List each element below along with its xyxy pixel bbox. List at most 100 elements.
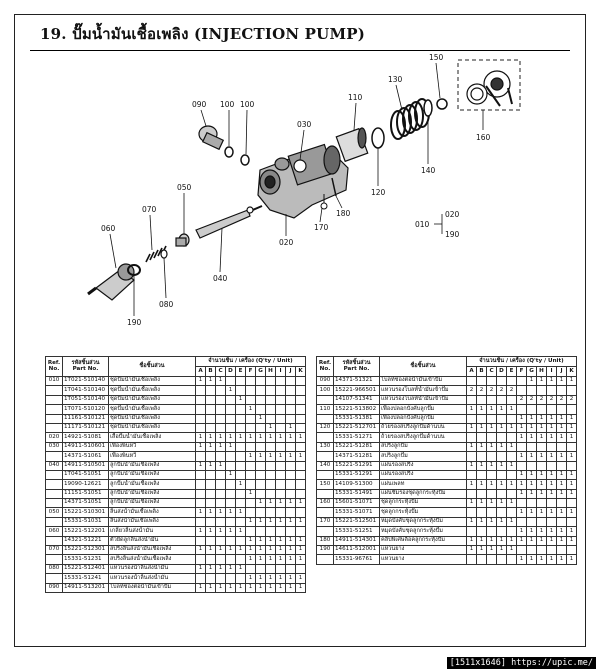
callout: 100 xyxy=(220,100,235,109)
qty-cell: 1 xyxy=(536,535,547,547)
qty-cell xyxy=(205,488,216,500)
qty-cell: 1 xyxy=(556,479,567,490)
qty-cell xyxy=(476,488,487,500)
qty-cell: 1 xyxy=(536,451,547,462)
qty-cell xyxy=(466,488,477,500)
title-rule xyxy=(30,50,570,51)
qty-cell xyxy=(195,535,206,547)
qty-cell: 1 xyxy=(556,507,567,518)
qty-cell xyxy=(235,375,246,387)
qty-cell xyxy=(295,488,306,500)
qty-cell xyxy=(556,404,567,415)
part-no-cell: 15221-512401 xyxy=(62,563,109,575)
ref-cell xyxy=(316,526,334,537)
qty-cell: 1 xyxy=(486,516,497,528)
part-name-cell: แหวนรองน้ำลิ้นส่งน้ำมัน xyxy=(108,563,196,575)
qty-cell xyxy=(275,441,286,453)
qty-cell: 1 xyxy=(245,545,256,556)
qty-cell: 1 xyxy=(496,441,507,453)
callout: 140 xyxy=(421,166,436,175)
qty-cell: 1 xyxy=(566,469,577,481)
qty-cell xyxy=(275,375,286,387)
qty-cell xyxy=(295,385,306,396)
qty-cell xyxy=(205,554,216,565)
qty-cell xyxy=(215,469,226,481)
qty-cell: 1 xyxy=(255,451,266,462)
qty-cell xyxy=(255,422,266,434)
qty-cell xyxy=(245,469,256,481)
part-no-cell: 1T071-510120 xyxy=(62,404,109,415)
qty-cell xyxy=(275,394,286,406)
qty-cell: 1 xyxy=(486,404,497,415)
qty-cell xyxy=(476,432,487,443)
qty-cell: 1 xyxy=(195,545,206,556)
qty-cell xyxy=(285,441,296,453)
qty-cell: 1 xyxy=(546,507,557,518)
qty-cell: 1 xyxy=(225,385,236,396)
part-name-cell: ลูกปั๊มน้ำมันเชื้อเพลิง xyxy=(108,479,196,490)
qty-cell xyxy=(546,516,557,528)
ref-cell: 150 xyxy=(316,479,334,490)
qty-cell xyxy=(265,375,276,387)
plunger-part xyxy=(195,205,263,239)
qty-col-header: H xyxy=(536,366,547,377)
ref-cell xyxy=(316,554,334,565)
part-name-cell: ชุดปั๊มน้ำมันเชื้อเพลิง xyxy=(108,413,196,424)
qty-cell: 1 xyxy=(235,432,246,443)
qty-cell: 1 xyxy=(506,460,517,471)
qty-cell: 2 xyxy=(526,394,537,406)
qty-cell: 1 xyxy=(536,432,547,443)
qty-cell xyxy=(265,526,276,537)
qty-cell xyxy=(295,507,306,518)
qty-cell xyxy=(245,498,256,509)
part-no-cell: 14107-51341 xyxy=(333,394,380,406)
qty-cell xyxy=(255,460,266,471)
qty-cell: 1 xyxy=(546,488,557,500)
qty-cell xyxy=(516,545,527,556)
qty-cell xyxy=(225,451,236,462)
qty-cell xyxy=(225,535,236,547)
qty-cell: 1 xyxy=(255,516,266,528)
ref-cell: 060 xyxy=(45,526,63,537)
part-no-cell: 15331-51231 xyxy=(62,554,109,565)
callout: 180 xyxy=(336,209,351,218)
qty-cell: 1 xyxy=(245,404,256,415)
qty-cell: 1 xyxy=(205,563,216,575)
part-no-cell: 15221-513802 xyxy=(333,404,380,415)
qty-cell xyxy=(225,554,236,565)
qty-cell xyxy=(265,488,276,500)
qty-cell xyxy=(195,422,206,434)
qty-cell: 1 xyxy=(566,526,577,537)
qty-cell: 1 xyxy=(295,535,306,547)
qty-cell: 1 xyxy=(566,375,577,387)
callout: 190 xyxy=(127,318,142,327)
ref-header: Ref.No. xyxy=(45,356,63,377)
qty-cell xyxy=(556,516,567,528)
qty-cell: 2 xyxy=(466,385,477,396)
qty-cell: 1 xyxy=(215,375,226,387)
qty-col-header: F xyxy=(516,366,527,377)
qty-cell: 1 xyxy=(235,563,246,575)
qty-cell: 1 xyxy=(205,545,216,556)
qty-cell: 1 xyxy=(466,498,477,509)
part-no-cell: 14321-51221 xyxy=(62,535,109,547)
qty-cell xyxy=(255,404,266,415)
qty-cell: 1 xyxy=(275,545,286,556)
qty-cell: 1 xyxy=(466,404,477,415)
ref-cell xyxy=(316,507,334,518)
qty-cell: 1 xyxy=(275,554,286,565)
qty-cell: 1 xyxy=(285,422,296,434)
qty-cell: 1 xyxy=(255,582,266,594)
